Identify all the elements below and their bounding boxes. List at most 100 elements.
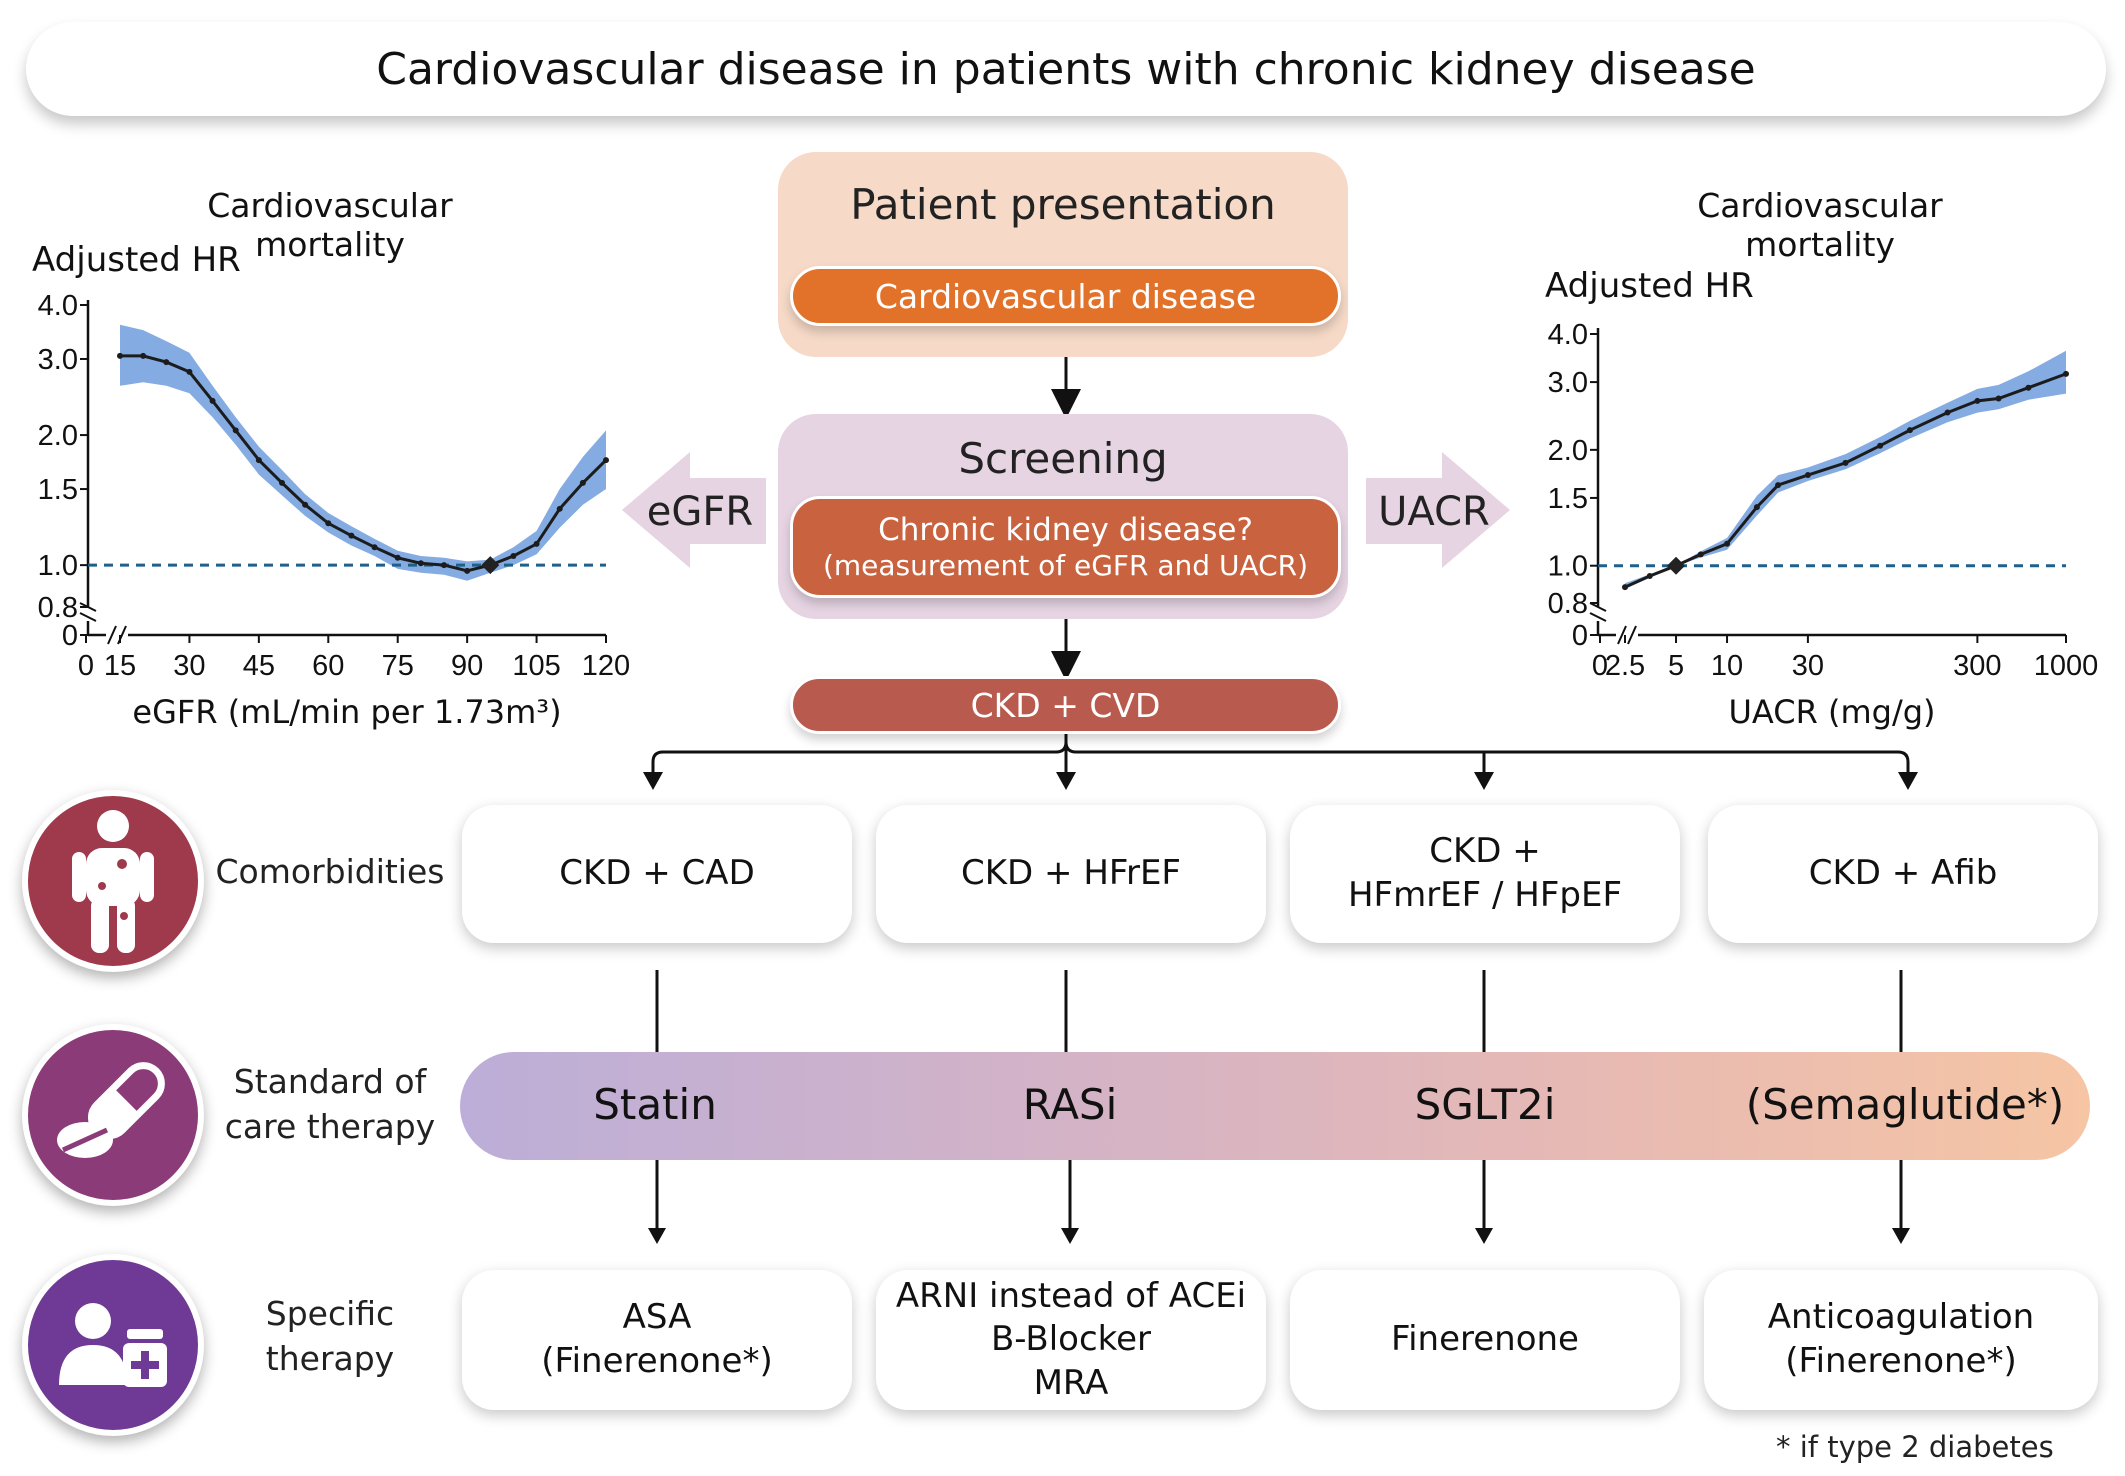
y-tick-label: 4.0 [38,290,78,322]
left-chart-title: Cardiovascular mortality [207,186,453,264]
reference-point [1667,556,1686,575]
comorbidity-line1: CKD + Afib [1808,853,1998,894]
data-point [1974,397,1981,404]
screening-title: Screening [958,434,1168,483]
branch-arrow-1 [643,772,663,790]
data-point [1622,584,1628,591]
uacr-arrow [1366,452,1510,568]
pill-capsule-icon [57,1062,165,1158]
data-point [279,479,285,486]
x-tick-label: 1000 [2034,650,2099,682]
reference-point [481,556,500,575]
data-point [371,544,378,551]
data-point [2025,384,2032,391]
data-point [1646,573,1653,580]
data-point [1804,472,1811,479]
right-chart-ylabel: Adjusted HR [1545,266,1754,306]
right-chart-title: Cardiovascular mortality [1697,186,1943,264]
y-tick-label: 0 [1572,620,1588,652]
outcome-pill: CKD + CVD [790,676,1341,734]
presentation-pill: Cardiovascular disease [790,266,1341,326]
x-tick-label: 120 [582,650,630,682]
y-tick-label: 1.5 [38,474,78,506]
egfr-arrow [622,452,766,568]
x-tick-label: 75 [382,650,414,682]
branch-arrow-2 [1056,772,1076,790]
data-point [417,560,424,567]
data-point [1877,442,1884,449]
x-tick-label: 0 [1592,650,1608,682]
x-tick-label: 15 [104,650,136,682]
comorbidity-card: CKD +HFmrEF / HFpEF [1290,805,1680,943]
specific-line2: (Finerenone*) [1785,1341,2017,1381]
comorbidity-line1: CKD + CAD [559,853,755,894]
series-line [120,354,608,573]
comorbidity-card: CKD + HFrEF [876,805,1266,943]
specific-line1: ASA [622,1297,692,1338]
therapy-statin: Statin [593,1080,717,1129]
data-point [348,532,355,539]
series-line [1624,372,2067,589]
comorbidity-card: CKD + CAD [462,805,852,943]
data-point [556,505,563,512]
screening-pill: Chronic kidney disease? (measurement of … [790,496,1341,598]
data-point [1697,551,1704,558]
page-title: Cardiovascular disease in patients with … [26,22,2106,116]
specific-therapy-card: Finerenone [1290,1270,1680,1410]
y-tick-label: 2.0 [38,420,78,452]
data-point [325,520,332,527]
branch-arrow-4 [1898,772,1918,790]
y-tick-label: 2.0 [1548,435,1588,467]
data-point [117,352,123,359]
data-point [1944,409,1951,416]
data-point [140,352,147,359]
data-point [464,567,471,574]
y-tick-label: 3.0 [1548,367,1588,399]
standard-therapy-bar [460,1052,2090,1160]
outcome-pill-text: CKD + CVD [970,685,1161,725]
branch-bar [651,741,1910,782]
x-axis-label: eGFR (mL/min per 1.73m³) [132,693,561,731]
x-axis-break [1617,625,1637,645]
specific-line1: Anticoagulation [1767,1297,2035,1338]
data-point [209,397,216,404]
presentation-panel: Patient presentation [778,152,1348,357]
branch-arrow-3 [1474,772,1494,790]
data-point [533,540,540,547]
standard-therapy-label-line1: Standard of [233,1062,427,1101]
footnote: * if type 2 diabetes [1776,1430,2054,1464]
standard-therapy-label: Standard of care therapy [215,1060,445,1149]
specific-therapy-label: Specific therapy [215,1292,445,1381]
x-tick-label: 30 [1792,650,1824,682]
specific-line2: (Finerenone*) [541,1341,773,1381]
specific-therapy-label-line2: therapy [265,1338,395,1378]
therapy-semaglutide: (Semaglutide*) [1745,1080,2065,1129]
x-tick-label: 300 [1953,650,2001,682]
data-point [1906,427,1913,434]
specific-line2: B-Blocker [990,1319,1152,1360]
y-tick-label: 1.0 [1548,551,1588,583]
uacr-arrow-label: UACR [1378,489,1490,535]
data-point [232,427,239,434]
data-point [302,501,309,508]
page-title-text: Cardiovascular disease in patients with … [376,43,1756,95]
standard-therapy-label-line2: care therapy [224,1106,436,1146]
comorbidities-label: Comorbidities [215,852,445,891]
presentation-title: Patient presentation [850,180,1276,229]
standard-circle [22,1024,204,1206]
y-tick-label: 0 [62,620,78,652]
comorbidity-card: CKD + Afib [1708,805,2098,943]
data-point [510,552,517,559]
x-tick-label: 30 [173,650,205,682]
egfr-arrow-label: eGFR [647,489,753,535]
x-tick-label: 45 [243,650,275,682]
patient-medicine-icon [59,1303,167,1387]
y-tick-label: 3.0 [38,344,78,376]
confidence-band [1625,350,2066,589]
specific-circle [22,1254,204,1436]
data-point [603,457,609,464]
specific-therapy-card: ASA(Finerenone*) [462,1270,852,1410]
